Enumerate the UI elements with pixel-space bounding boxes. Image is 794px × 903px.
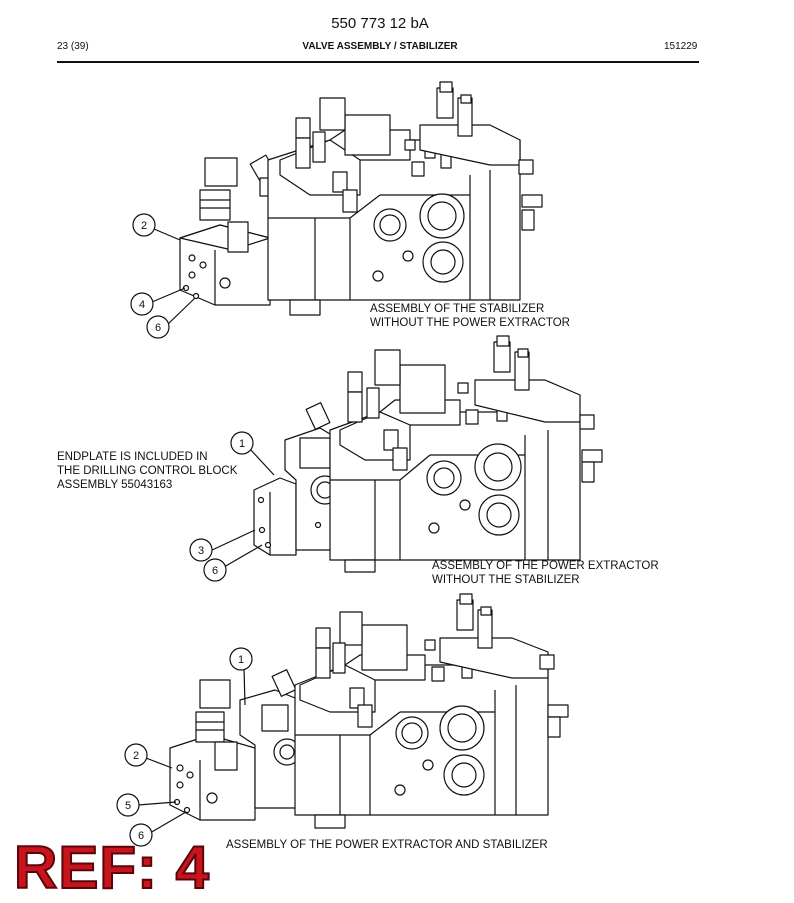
document-code: 151229 (664, 41, 698, 52)
figure-1-callout-circle-2 (132, 213, 156, 237)
endplate-note: ENDPLATE IS INCLUDED IN THE DRILLING CON… (57, 450, 237, 492)
endplate-note-line-2: THE DRILLING CONTROL BLOCK (57, 465, 238, 477)
document-number: 550 773 12 bA (331, 15, 429, 32)
figure-2-valve-drawing (253, 335, 603, 573)
figure-3-caption-line-1: ASSEMBLY OF THE POWER EXTRACTOR AND STAB… (226, 839, 548, 851)
page-number: 23 (39) (57, 41, 89, 52)
page-title: VALVE ASSEMBLY / STABILIZER (302, 41, 458, 52)
figure-1-caption-line-1: ASSEMBLY OF THE STABILIZER (370, 303, 545, 315)
endplate-note-line-1: ENDPLATE IS INCLUDED IN (57, 451, 208, 463)
figure-3-valve-drawing (169, 593, 569, 829)
figure-2-callout-circle-1 (230, 431, 254, 455)
figure-3-callout-5: 5 (125, 800, 131, 812)
figure-3-callout-circle-2 (124, 743, 148, 767)
figure-2-callout-3: 3 (198, 545, 204, 557)
figure-3-callout-2: 2 (133, 750, 139, 762)
figure-1-valve-drawing (179, 81, 543, 316)
figure-2-callout-1: 1 (239, 438, 245, 450)
figure-1-callout-6: 6 (155, 322, 161, 334)
figure-2-caption-line-2: WITHOUT THE STABILIZER (432, 574, 580, 586)
figure-1-caption-line-2: WITHOUT THE POWER EXTRACTOR (370, 317, 570, 329)
figure-3-callout-circle-1 (229, 647, 253, 671)
figure-3-callout-circle-5 (116, 793, 140, 817)
figure-3-callout-circle-6 (129, 823, 153, 847)
figure-3-callout-6: 6 (138, 830, 144, 842)
figure-1-callouts (151, 228, 196, 326)
figure-1-callout-circle-6 (146, 315, 170, 339)
figure-3-callouts (137, 667, 246, 834)
figure-2-callout-circle-3 (189, 538, 213, 562)
figure-3-caption: ASSEMBLY OF THE POWER EXTRACTOR AND STAB… (226, 838, 548, 852)
figure-2-callout-circle-6 (203, 558, 227, 582)
endplate-note-line-3: ASSEMBLY 55043163 (57, 479, 173, 491)
figure-2-caption: ASSEMBLY OF THE POWER EXTRACTOR WITHOUT … (432, 559, 659, 587)
reference-label: REF: 4 (13, 834, 211, 901)
figure-1-callout-4: 4 (139, 299, 145, 311)
figure-1-caption: ASSEMBLY OF THE STABILIZER WITHOUT THE P… (370, 302, 570, 330)
header-rule (57, 61, 699, 63)
figure-1-callout-circle-4 (130, 292, 154, 316)
figure-1-callout-2: 2 (141, 220, 147, 232)
figure-2-caption-line-1: ASSEMBLY OF THE POWER EXTRACTOR (432, 560, 659, 572)
figure-3-callout-1: 1 (238, 654, 244, 666)
figure-2-callout-6: 6 (212, 565, 218, 577)
figure-2-callouts (209, 448, 275, 568)
